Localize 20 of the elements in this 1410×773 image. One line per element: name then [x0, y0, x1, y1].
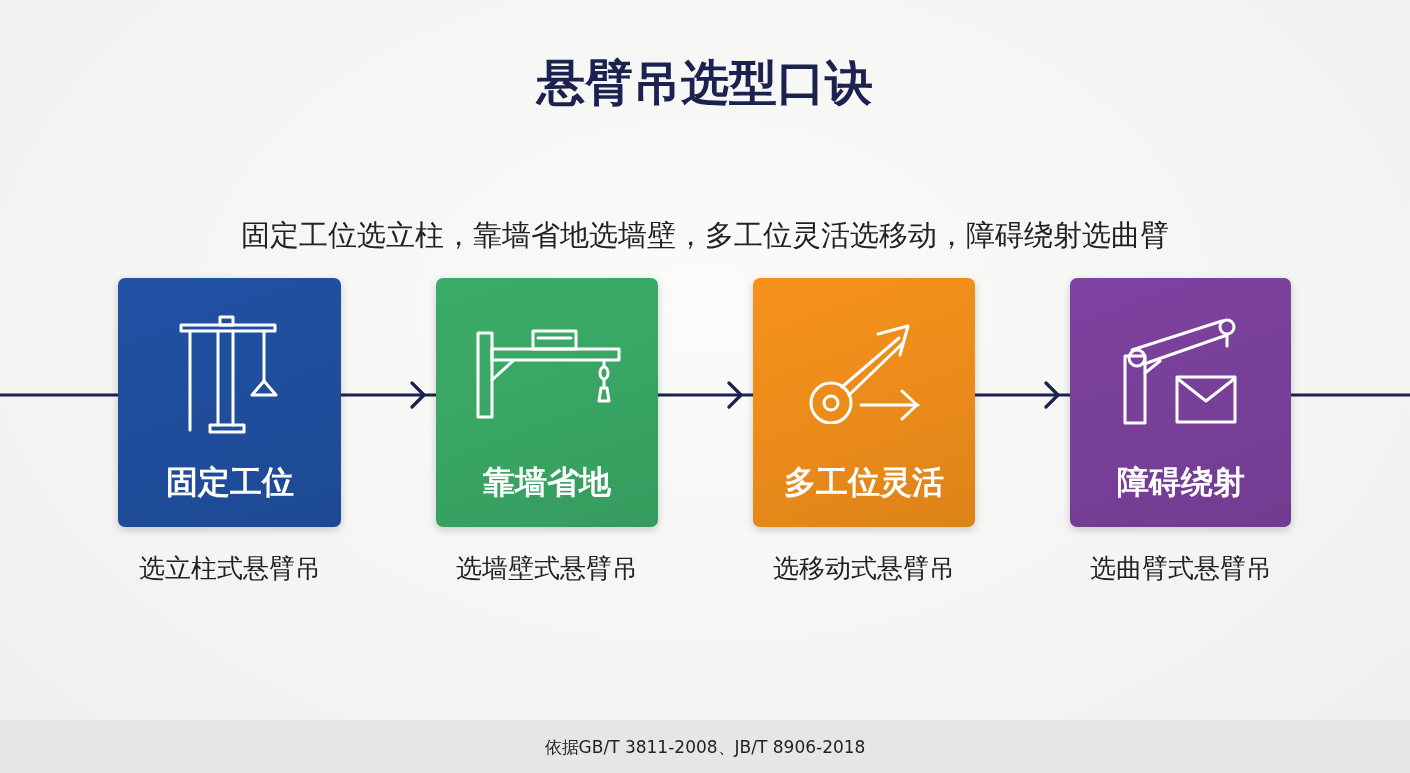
step-card	[118, 278, 341, 527]
card-heading: 多工位灵活	[783, 462, 945, 503]
summary-text: 固定工位选立柱，靠墙省地选墙壁，多工位灵活选移动，障碍绕射选曲臂	[240, 217, 1170, 254]
step-card	[753, 278, 975, 527]
diagram-title: 悬臂吊选型口诀	[534, 53, 874, 112]
card-heading: 靠墙省地	[482, 462, 612, 503]
card-heading: 障碍绕射	[1115, 462, 1246, 503]
connector-arrow	[975, 381, 1070, 409]
footer-note: 依据GB/T 3811-2008、JB/T 8906-2018	[543, 736, 867, 759]
card-caption: 选曲臂式悬臂吊	[1088, 552, 1273, 585]
connector-line	[1291, 393, 1410, 397]
card-heading: 固定工位	[164, 462, 295, 503]
step-card	[436, 278, 658, 527]
card-caption: 选移动式悬臂吊	[772, 552, 956, 585]
step-card	[1070, 278, 1291, 527]
card-caption: 选墙壁式悬臂吊	[455, 552, 639, 585]
connector-line	[0, 393, 118, 397]
card-caption: 选立柱式悬臂吊	[137, 552, 322, 585]
connector-arrow	[341, 381, 436, 409]
connector-arrow	[658, 381, 753, 409]
